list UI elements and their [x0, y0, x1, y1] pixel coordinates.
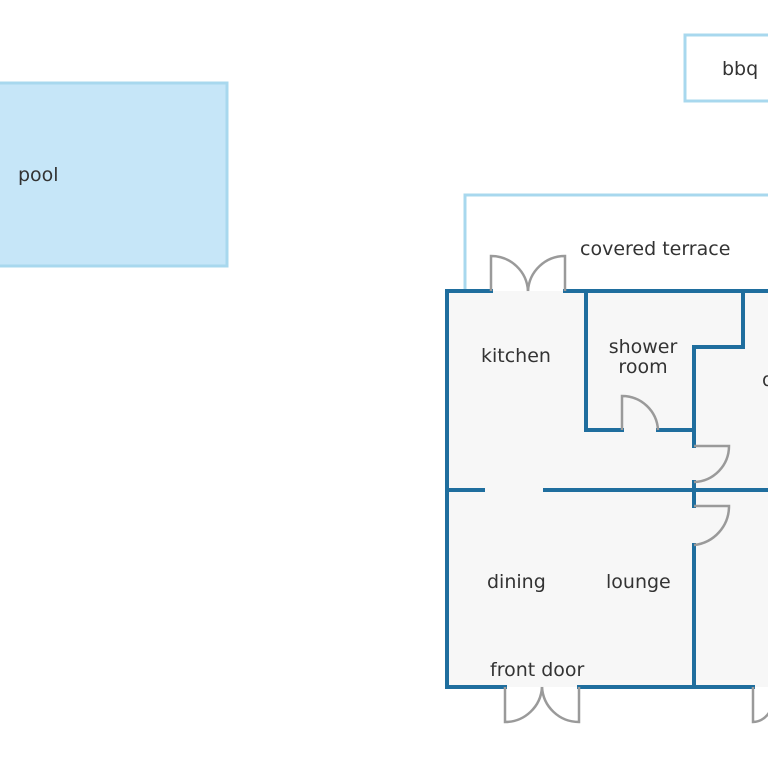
front-door-left [503, 686, 544, 724]
partial-room-label: d [762, 369, 768, 391]
hall-door-upper [693, 444, 731, 484]
pool-area [0, 81, 229, 268]
covered-terrace-label: covered terrace [580, 238, 730, 260]
front-door-label: front door [490, 659, 585, 681]
walls [445, 289, 768, 689]
shower-room-label-2: room [618, 356, 667, 378]
doors [489, 254, 768, 724]
hall-door-lower [693, 504, 731, 547]
bbq-area [683, 33, 768, 103]
kitchen-door-right [526, 254, 567, 292]
kitchen-door-left [489, 254, 530, 292]
kitchen-label: kitchen [481, 345, 551, 367]
front-door-right [540, 686, 581, 724]
side-door-partial [751, 687, 768, 724]
lounge-label: lounge [606, 571, 671, 593]
dining-label: dining [487, 571, 546, 593]
covered-terrace-outline [463, 193, 768, 290]
shower-door [620, 394, 660, 431]
bbq-label: bbq [722, 58, 758, 80]
pool-label: pool [18, 164, 59, 186]
shower-room-label-1: shower [609, 336, 678, 358]
